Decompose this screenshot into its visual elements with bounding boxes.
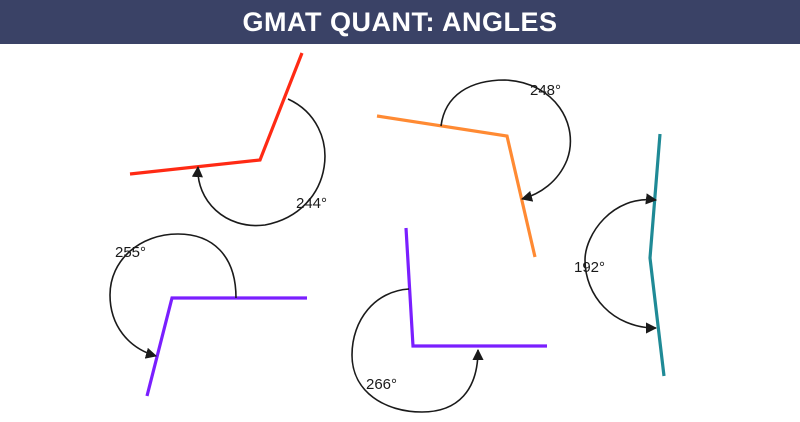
angle-255-label: 255°	[115, 244, 146, 261]
angle-266-arc	[351, 288, 484, 413]
page-title: GMAT QUANT: ANGLES	[242, 6, 558, 37]
angle-244-rays	[129, 52, 304, 176]
angle-255: 255°	[109, 233, 307, 397]
angle-248: 248°	[376, 79, 572, 258]
angle-266-label: 266°	[366, 376, 397, 393]
angle-244: 244°	[129, 52, 327, 227]
angle-255-arc	[109, 233, 237, 359]
angle-244-label: 244°	[296, 195, 327, 212]
angle-266-rays	[404, 227, 547, 348]
angle-248-arc	[440, 79, 572, 202]
title-banner: GMAT QUANT: ANGLES	[0, 0, 800, 44]
angle-192-rays	[648, 133, 666, 377]
angle-244-arc	[191, 98, 326, 227]
angle-266: 266°	[351, 227, 547, 413]
angle-248-label: 248°	[530, 82, 561, 99]
angle-192: 192°	[574, 133, 666, 377]
angle-192-arc	[584, 193, 658, 334]
angle-255-rays	[145, 296, 307, 397]
angle-248-rays	[376, 114, 537, 258]
angle-192-label: 192°	[574, 259, 605, 276]
